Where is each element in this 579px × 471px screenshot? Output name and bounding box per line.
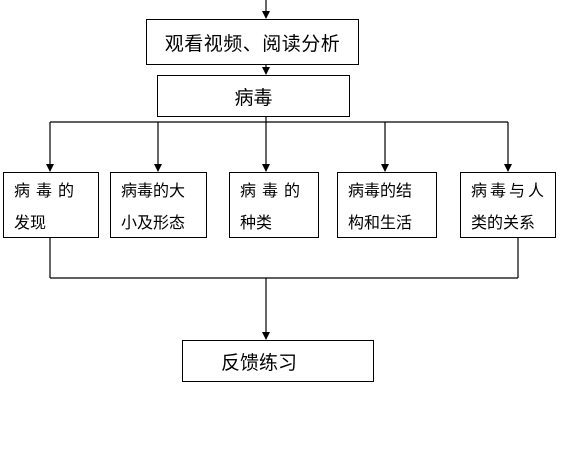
topic-2-line-1: 病毒的大 <box>121 181 186 200</box>
topic-3-line-1: 病毒的 <box>240 181 307 200</box>
topic-box-structure-life: 病毒的结 构和生活 <box>337 172 437 238</box>
virus-box-label: 病毒 <box>234 86 273 109</box>
topic-1-line-1: 病毒的 <box>14 181 81 200</box>
feedback-box-label: 反馈练习 <box>221 351 298 374</box>
topic-box-human-relation: 病毒与人 类的关系 <box>460 172 556 238</box>
virus-box: 病毒 <box>157 75 350 117</box>
topic-2-line-2: 小及形态 <box>121 213 186 232</box>
topic-1-line-2: 发现 <box>14 213 47 232</box>
topic-5-line-1: 病毒与人 <box>471 181 548 200</box>
topic-box-types: 病毒的 种类 <box>229 172 319 238</box>
feedback-practice-box: 反馈练习 <box>182 340 374 382</box>
topic-box-discovery: 病毒的 发现 <box>3 172 99 238</box>
topic-box-size-shape: 病毒的大 小及形态 <box>110 172 207 238</box>
top-box-label: 观看视频、阅读分析 <box>164 32 341 55</box>
topic-3-line-2: 种类 <box>240 213 273 232</box>
topic-4-line-2: 构和生活 <box>348 213 413 232</box>
topic-5-line-2: 类的关系 <box>471 213 536 232</box>
topic-4-line-1: 病毒的结 <box>348 181 413 200</box>
watch-video-read-analysis-box: 观看视频、阅读分析 <box>146 19 359 65</box>
